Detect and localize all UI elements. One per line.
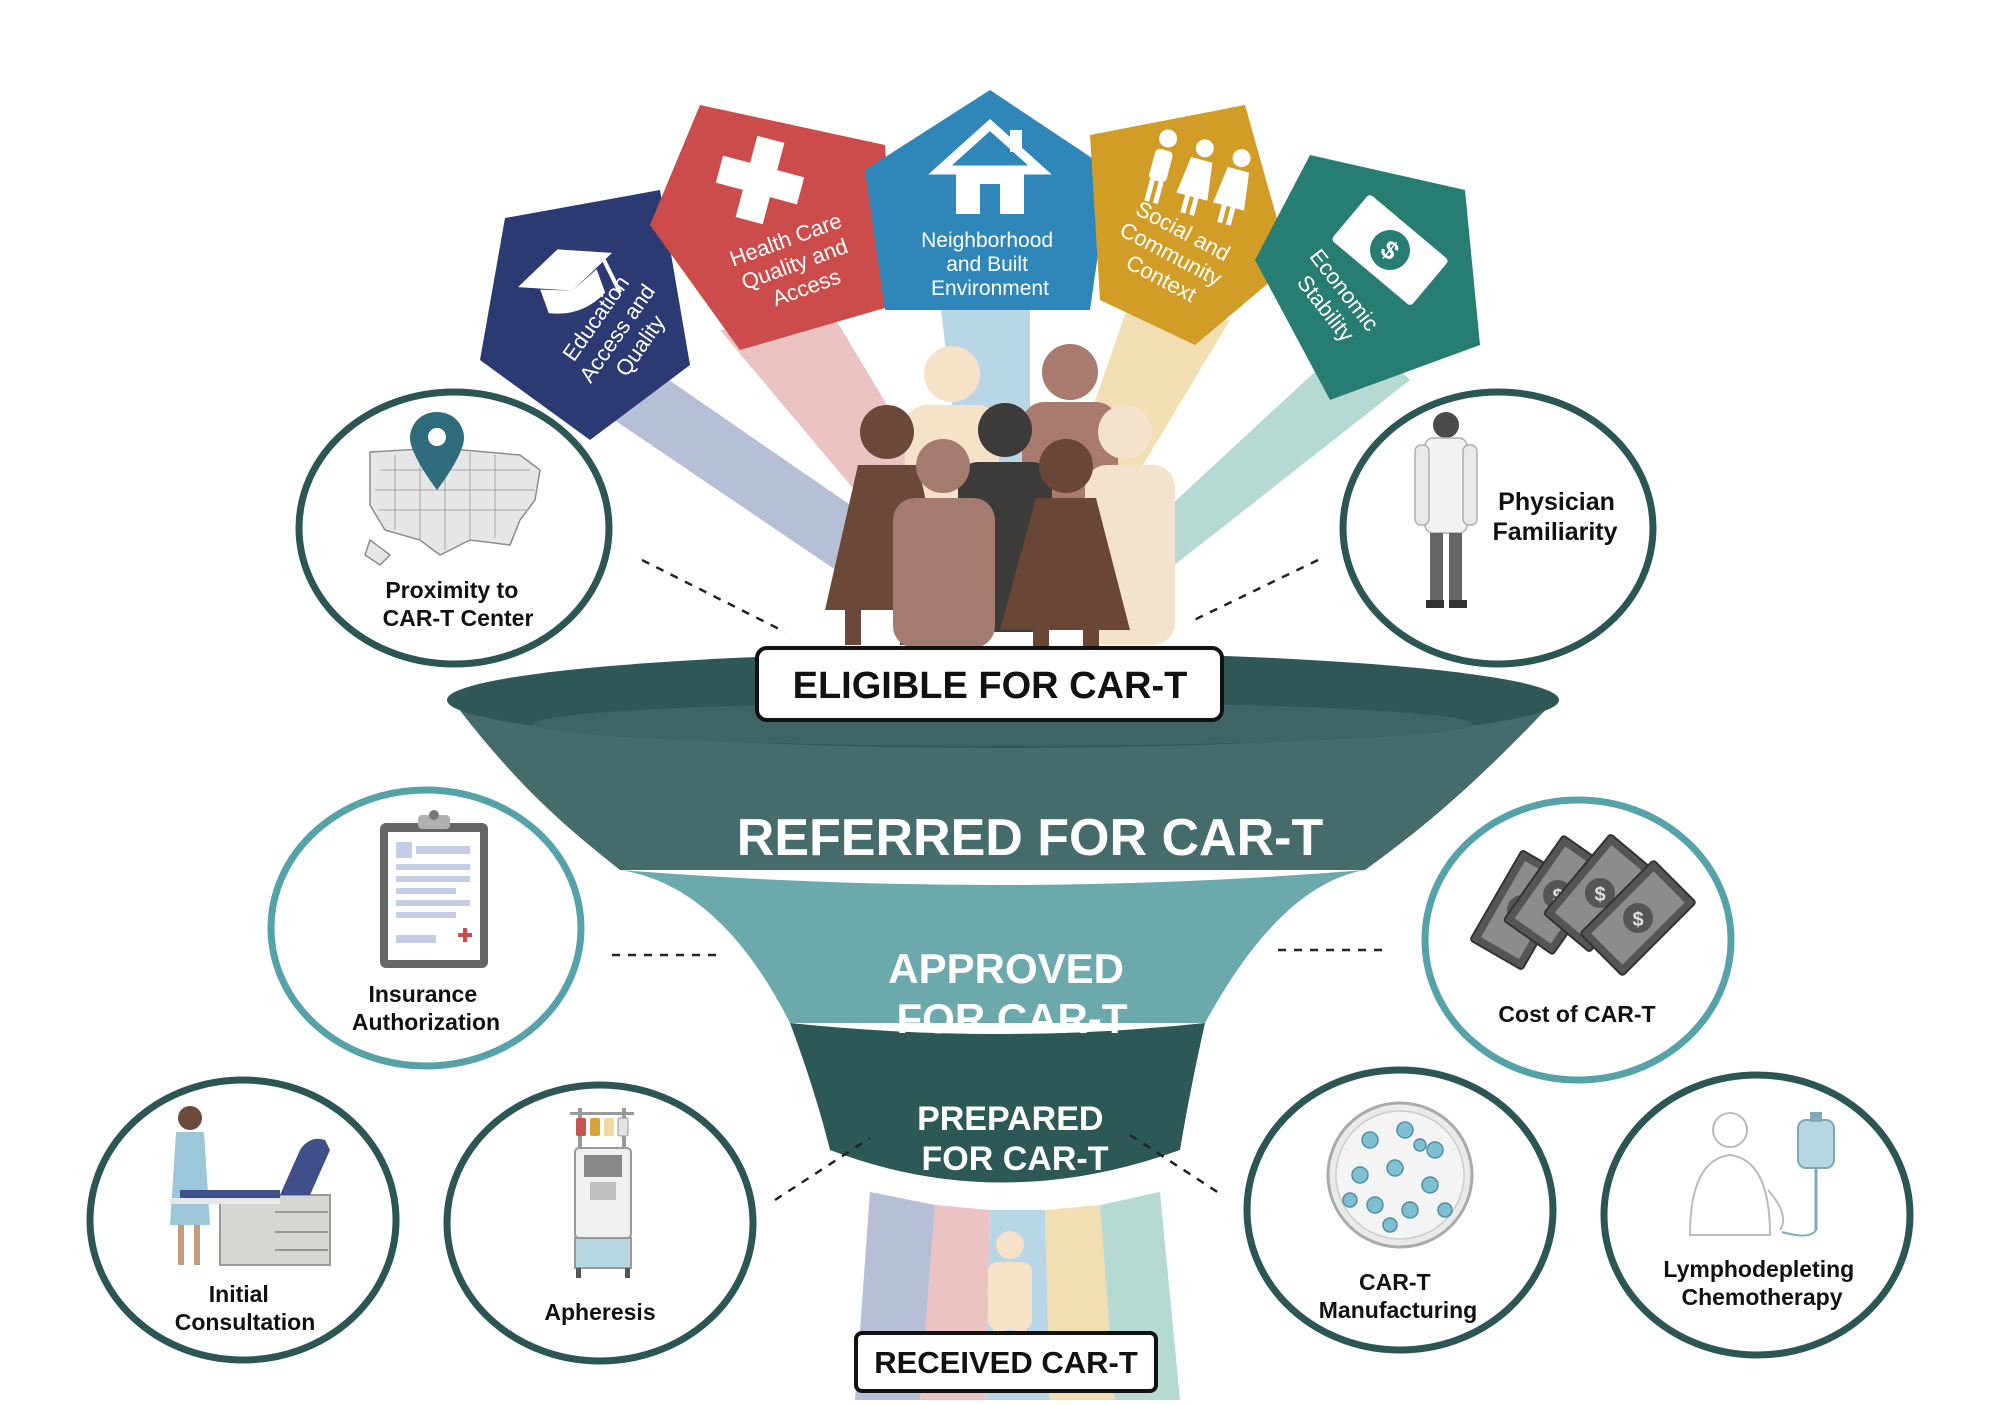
connector-lines — [612, 558, 1390, 1202]
graduation-cap-icon — [518, 249, 622, 314]
barrier-consultation-label: Initial Consultation — [175, 1281, 316, 1335]
funnel-referred-label: REFERRED FOR CAR-T — [737, 809, 1324, 867]
barrier-manufacturing: CAR-T Manufacturing — [1243, 1066, 1557, 1354]
funnel-prepared-label: PREPARED FOR CAR-T — [917, 1100, 1113, 1178]
apheresis-machine-icon — [570, 1108, 634, 1278]
barrier-apheresis: Apheresis — [443, 1081, 757, 1365]
determinant-health-care: Health Care Quality and Access — [650, 105, 895, 350]
exam-table-icon — [170, 1106, 331, 1266]
determinant-neighborhood-label: Neighborhood and Built Environment — [921, 229, 1059, 300]
person-figure — [1000, 439, 1130, 650]
barrier-apheresis-label: Apheresis — [544, 1299, 655, 1325]
house-icon — [928, 118, 1052, 214]
barrier-consultation: Initial Consultation — [86, 1076, 400, 1364]
physician-icon — [1414, 412, 1478, 608]
barrier-proximity: Proximity to CAR-T Center — [295, 388, 613, 668]
barrier-physician: Physician Familiarity — [1339, 388, 1657, 668]
determinant-education: Education Access and Quality — [480, 190, 690, 440]
barrier-physician-label: Physician Familiarity — [1492, 488, 1621, 546]
funnel-approved-label: APPROVED FOR CAR-T — [888, 945, 1135, 1042]
eligible-patients-group — [825, 344, 1175, 650]
clipboard-icon — [380, 810, 488, 968]
determinant-social: Social and Community Context — [1090, 105, 1290, 345]
barrier-lymphodepleting: Lymphodepleting Chemotherapy — [1600, 1071, 1914, 1359]
svg-text:$: $ — [1594, 884, 1605, 906]
us-map-pin-icon — [364, 412, 541, 566]
medical-cross-icon — [715, 135, 805, 225]
determinant-neighborhood: Neighborhood and Built Environment — [865, 90, 1110, 310]
petri-dish-icon — [1326, 1101, 1474, 1249]
people-group-icon — [1144, 129, 1251, 226]
barrier-insurance: Insurance Authorization — [267, 786, 585, 1070]
barrier-proximity-label: Proximity to CAR-T Center — [383, 577, 534, 631]
received-label: RECEIVED CAR-T — [874, 1345, 1138, 1380]
barrier-manufacturing-label: CAR-T Manufacturing — [1319, 1269, 1477, 1323]
barrier-lymphodepleting-label: Lymphodepleting Chemotherapy — [1663, 1256, 1860, 1310]
barrier-insurance-label: Insurance Authorization — [352, 981, 500, 1035]
barrier-cost: $ $ $ $ Cost of CAR-T — [1421, 796, 1735, 1084]
funnel-referred-section — [452, 700, 1555, 870]
received-box: RECEIVED CAR-T — [854, 1331, 1158, 1393]
iv-bag-icon — [1688, 1112, 1835, 1237]
barrier-cost-label: Cost of CAR-T — [1498, 1001, 1655, 1027]
svg-text:$: $ — [1632, 909, 1643, 931]
dollar-bill-icon: $ — [1332, 195, 1448, 305]
funnel-prepared-section — [790, 1023, 1205, 1183]
person-figure — [893, 439, 995, 648]
funnel-approved-section — [620, 870, 1365, 1023]
eligible-box: ELIGIBLE FOR CAR-T — [755, 646, 1224, 722]
eligible-label: ELIGIBLE FOR CAR-T — [793, 665, 1188, 707]
money-stack-icon: $ $ $ $ — [1470, 834, 1696, 976]
determinant-economic: $ Economic Stability — [1255, 155, 1480, 400]
